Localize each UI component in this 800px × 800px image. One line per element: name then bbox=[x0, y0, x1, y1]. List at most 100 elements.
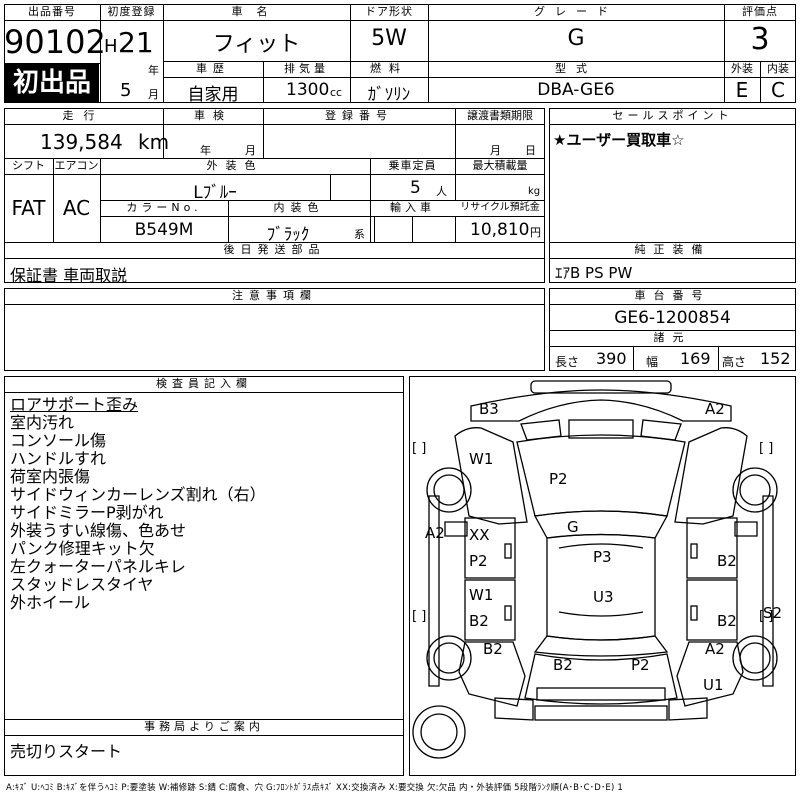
mark-b3-front-left: B3 bbox=[479, 400, 499, 418]
ext-color-value: Lﾌﾞﾙｰ bbox=[193, 183, 237, 203]
mark-b2-left-rear-door: B2 bbox=[469, 612, 489, 630]
later-parts-header: 後日発送部品 bbox=[223, 243, 326, 256]
inspector-note: サイドウィンカーレンズ割れ（右） bbox=[10, 485, 266, 504]
spec-box bbox=[4, 108, 545, 283]
car-name-value: フィット bbox=[212, 32, 301, 57]
office-header: 事務局よりご案内 bbox=[144, 720, 264, 733]
fuel-value: ｶﾞｿﾘﾝ bbox=[367, 85, 411, 105]
sales-point-box bbox=[549, 108, 796, 283]
mark-p2-hood: P2 bbox=[549, 470, 568, 488]
width-label: 幅 bbox=[646, 355, 659, 369]
import-header: 輸入車 bbox=[390, 201, 435, 214]
inspector-note: コンソール傷 bbox=[10, 431, 107, 450]
office-note: 売切りスタート bbox=[10, 742, 123, 761]
inspector-note: 外装うすい線傷、色あせ bbox=[10, 521, 187, 540]
displacement-value: 1300 bbox=[286, 80, 330, 100]
mark-a2-right-quarter: A2 bbox=[705, 640, 725, 658]
ext-color-header: 外装色 bbox=[206, 159, 264, 172]
recycle-header: リサイクル預託金 bbox=[460, 202, 540, 213]
shift-header: シフト bbox=[12, 159, 45, 172]
exterior-score: E bbox=[735, 78, 749, 102]
interior-score: C bbox=[771, 78, 785, 102]
recycle-value: 10,810 bbox=[470, 220, 530, 240]
mark-p3-roof: P3 bbox=[593, 548, 612, 566]
mark-a2-front-right: A2 bbox=[705, 400, 725, 418]
mark-p2-trunk: P2 bbox=[631, 656, 650, 674]
inspection-year-unit: 年 bbox=[200, 144, 211, 157]
width-value: 169 bbox=[680, 349, 711, 368]
int-color-header: 内装色 bbox=[273, 201, 325, 214]
first-reg-year: 21 bbox=[118, 26, 154, 59]
bracket-left-front: [ ] bbox=[412, 441, 426, 456]
inspector-note: 室内汚れ bbox=[10, 413, 75, 432]
height-label: 高さ bbox=[722, 355, 747, 369]
history-value: 自家用 bbox=[187, 85, 239, 105]
interior-header: 内装 bbox=[767, 62, 789, 75]
lot-number: 90102 bbox=[4, 23, 106, 61]
first-reg-year-unit: 年 bbox=[148, 64, 159, 77]
car-name-header: 車名 bbox=[231, 5, 282, 18]
height-value: 152 bbox=[760, 349, 791, 368]
first-reg-month: 5 bbox=[120, 80, 132, 101]
mileage-unit: km bbox=[138, 130, 170, 154]
history-header: 車歴 bbox=[196, 62, 230, 75]
capacity-unit: 人 bbox=[436, 185, 447, 198]
chassis-box bbox=[549, 288, 796, 371]
car-diagram-box bbox=[409, 376, 796, 776]
bracket-right-rear: [ ] bbox=[759, 609, 773, 624]
capacity-header: 乗車定員 bbox=[388, 159, 437, 172]
recycle-unit: 円 bbox=[530, 226, 541, 239]
first-listing-label: 初出品 bbox=[12, 68, 91, 98]
first-reg-month-unit: 月 bbox=[148, 88, 159, 101]
inspector-note: 荷室内張傷 bbox=[10, 467, 91, 486]
inspector-note: ハンドルすれ bbox=[10, 449, 107, 468]
score-value: 3 bbox=[750, 22, 770, 57]
first-listing-badge bbox=[5, 64, 99, 102]
color-no-value: B549M bbox=[134, 220, 194, 240]
displacement-unit: cc bbox=[330, 86, 343, 99]
transfer-deadline-header: 譲渡書類期限 bbox=[467, 109, 533, 122]
inspector-header: 検査員記入欄 bbox=[156, 377, 252, 390]
length-label: 長さ bbox=[555, 355, 580, 369]
int-color-suffix: 系 bbox=[354, 228, 365, 241]
notes-header: 注意事項欄 bbox=[232, 289, 317, 302]
sales-point-value: ★ユーザー買取車☆ bbox=[553, 131, 685, 149]
transfer-day-unit: 日 bbox=[525, 144, 536, 157]
max-load-unit: kg bbox=[528, 186, 541, 197]
mark-w1-windshield: W1 bbox=[469, 450, 493, 468]
length-value: 390 bbox=[596, 349, 627, 368]
inspector-box bbox=[4, 376, 404, 776]
first-reg-header: 初度登録 bbox=[107, 5, 156, 18]
model-header: 型式 bbox=[555, 62, 597, 75]
mark-xx-left-front-door: XX bbox=[469, 526, 490, 544]
displacement-header: 排気量 bbox=[284, 62, 329, 75]
notes-box bbox=[4, 288, 545, 371]
grade-value: G bbox=[567, 26, 585, 51]
inspection-month-unit: 月 bbox=[245, 144, 256, 157]
model-value: DBA-GE6 bbox=[537, 80, 615, 100]
chassis-no-value: GE6-1200854 bbox=[614, 308, 731, 328]
mark-s2-right-quarter: S2 bbox=[763, 604, 782, 622]
score-header: 評価点 bbox=[742, 5, 778, 18]
door-value: 5W bbox=[371, 26, 407, 51]
mark-g-roof-front: G bbox=[567, 518, 579, 536]
fuel-header: 燃料 bbox=[370, 62, 408, 75]
door-header: ドア形状 bbox=[365, 5, 413, 18]
aircon-value: AC bbox=[62, 196, 91, 220]
inspector-note: サイドミラーP剥がれ bbox=[10, 503, 164, 522]
mark-p2-left-front-door: P2 bbox=[469, 552, 488, 570]
int-color-value: ﾌﾞﾗｯｸ bbox=[266, 225, 310, 245]
inspector-note: スタッドレスタイヤ bbox=[10, 575, 154, 594]
inspector-note: ロアサポート歪み bbox=[10, 395, 139, 414]
transfer-month-unit: 月 bbox=[490, 144, 501, 157]
inspection-header: 車検 bbox=[194, 109, 232, 122]
grade-header: グレード bbox=[534, 5, 618, 18]
bracket-left-rear: [ ] bbox=[412, 609, 426, 624]
equipment-value: ｴｱB PS PW bbox=[555, 264, 633, 282]
inspector-note: パンク修理キット欠 bbox=[10, 539, 155, 558]
inspector-note: 左クォーターパネルキレ bbox=[10, 557, 186, 576]
mark-a2-left-fender: A2 bbox=[425, 524, 445, 542]
mark-w1-left-rear: W1 bbox=[469, 586, 493, 604]
capacity-value: 5 bbox=[410, 178, 421, 198]
chassis-no-header: 車台番号 bbox=[634, 289, 711, 302]
